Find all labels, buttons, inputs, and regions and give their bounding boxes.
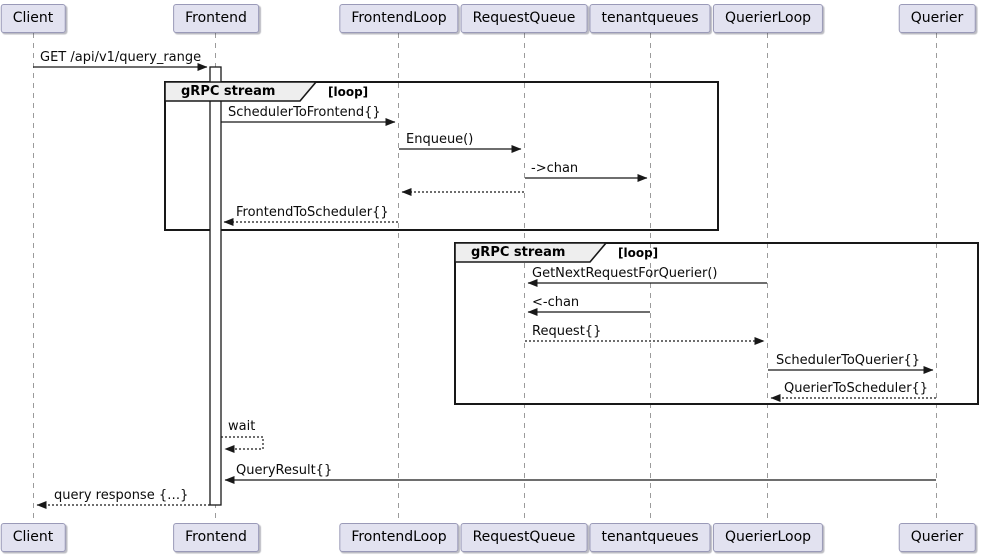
frame-grpc-stream-frontend <box>164 81 719 231</box>
message-label-scheduler-to-querier: SchedulerToQuerier{} <box>776 353 921 368</box>
frame-header-2 <box>454 242 608 263</box>
activation-bar-frontend <box>209 66 222 506</box>
participant-top-requestqueue[interactable]: RequestQueue <box>460 4 588 33</box>
participant-bottom-requestqueue[interactable]: RequestQueue <box>460 523 588 552</box>
message-label-frontend-to-scheduler: FrontendToScheduler{} <box>236 205 389 220</box>
frame2-title: gRPC stream <box>471 245 566 260</box>
message-label-to-chan: ->chan <box>531 161 579 176</box>
participant-bottom-querier[interactable]: Querier <box>898 523 976 552</box>
participant-top-querierloop[interactable]: QuerierLoop <box>712 4 824 33</box>
frame1-tag: [loop] <box>328 85 369 99</box>
message-label-query-response: query response {…} <box>54 488 189 503</box>
frames <box>164 81 979 405</box>
frame2-tag: [loop] <box>618 246 659 260</box>
participant-top-frontend[interactable]: Frontend <box>173 4 259 33</box>
participant-bottom-querierloop[interactable]: QuerierLoop <box>712 523 824 552</box>
participant-top-tenantqueues[interactable]: tenantqueues <box>589 4 711 33</box>
message-label-from-chan: <-chan <box>532 295 580 310</box>
participant-bottom-client[interactable]: Client <box>0 523 66 552</box>
message-arrows <box>33 63 936 509</box>
frame-headers <box>164 81 608 263</box>
participant-top-frontendloop[interactable]: FrontendLoop <box>339 4 459 33</box>
message-label-querier-to-scheduler: QuerierToScheduler{} <box>784 381 929 396</box>
message-label-get-query-range: GET /api/v1/query_range <box>40 50 202 65</box>
message-label-query-result: QueryResult{} <box>236 463 333 478</box>
arrow-wait-self <box>221 436 264 453</box>
participant-bottom-frontendloop[interactable]: FrontendLoop <box>339 523 459 552</box>
frame1-title: gRPC stream <box>181 84 276 99</box>
message-label-request: Request{} <box>532 324 602 339</box>
participant-bottom-tenantqueues[interactable]: tenantqueues <box>589 523 711 552</box>
message-label-get-next-request: GetNextRequestForQuerier() <box>532 266 718 281</box>
participant-bottom-frontend[interactable]: Frontend <box>173 523 259 552</box>
lifelines <box>33 33 937 523</box>
message-label-enqueue: Enqueue() <box>406 132 474 147</box>
frame-grpc-stream-querier <box>454 242 979 405</box>
frame-header-1 <box>164 81 318 102</box>
participant-top-client[interactable]: Client <box>0 4 66 33</box>
message-label-wait: wait <box>228 419 256 434</box>
participant-top-querier[interactable]: Querier <box>898 4 976 33</box>
message-label-scheduler-to-frontend: SchedulerToFrontend{} <box>228 105 381 120</box>
